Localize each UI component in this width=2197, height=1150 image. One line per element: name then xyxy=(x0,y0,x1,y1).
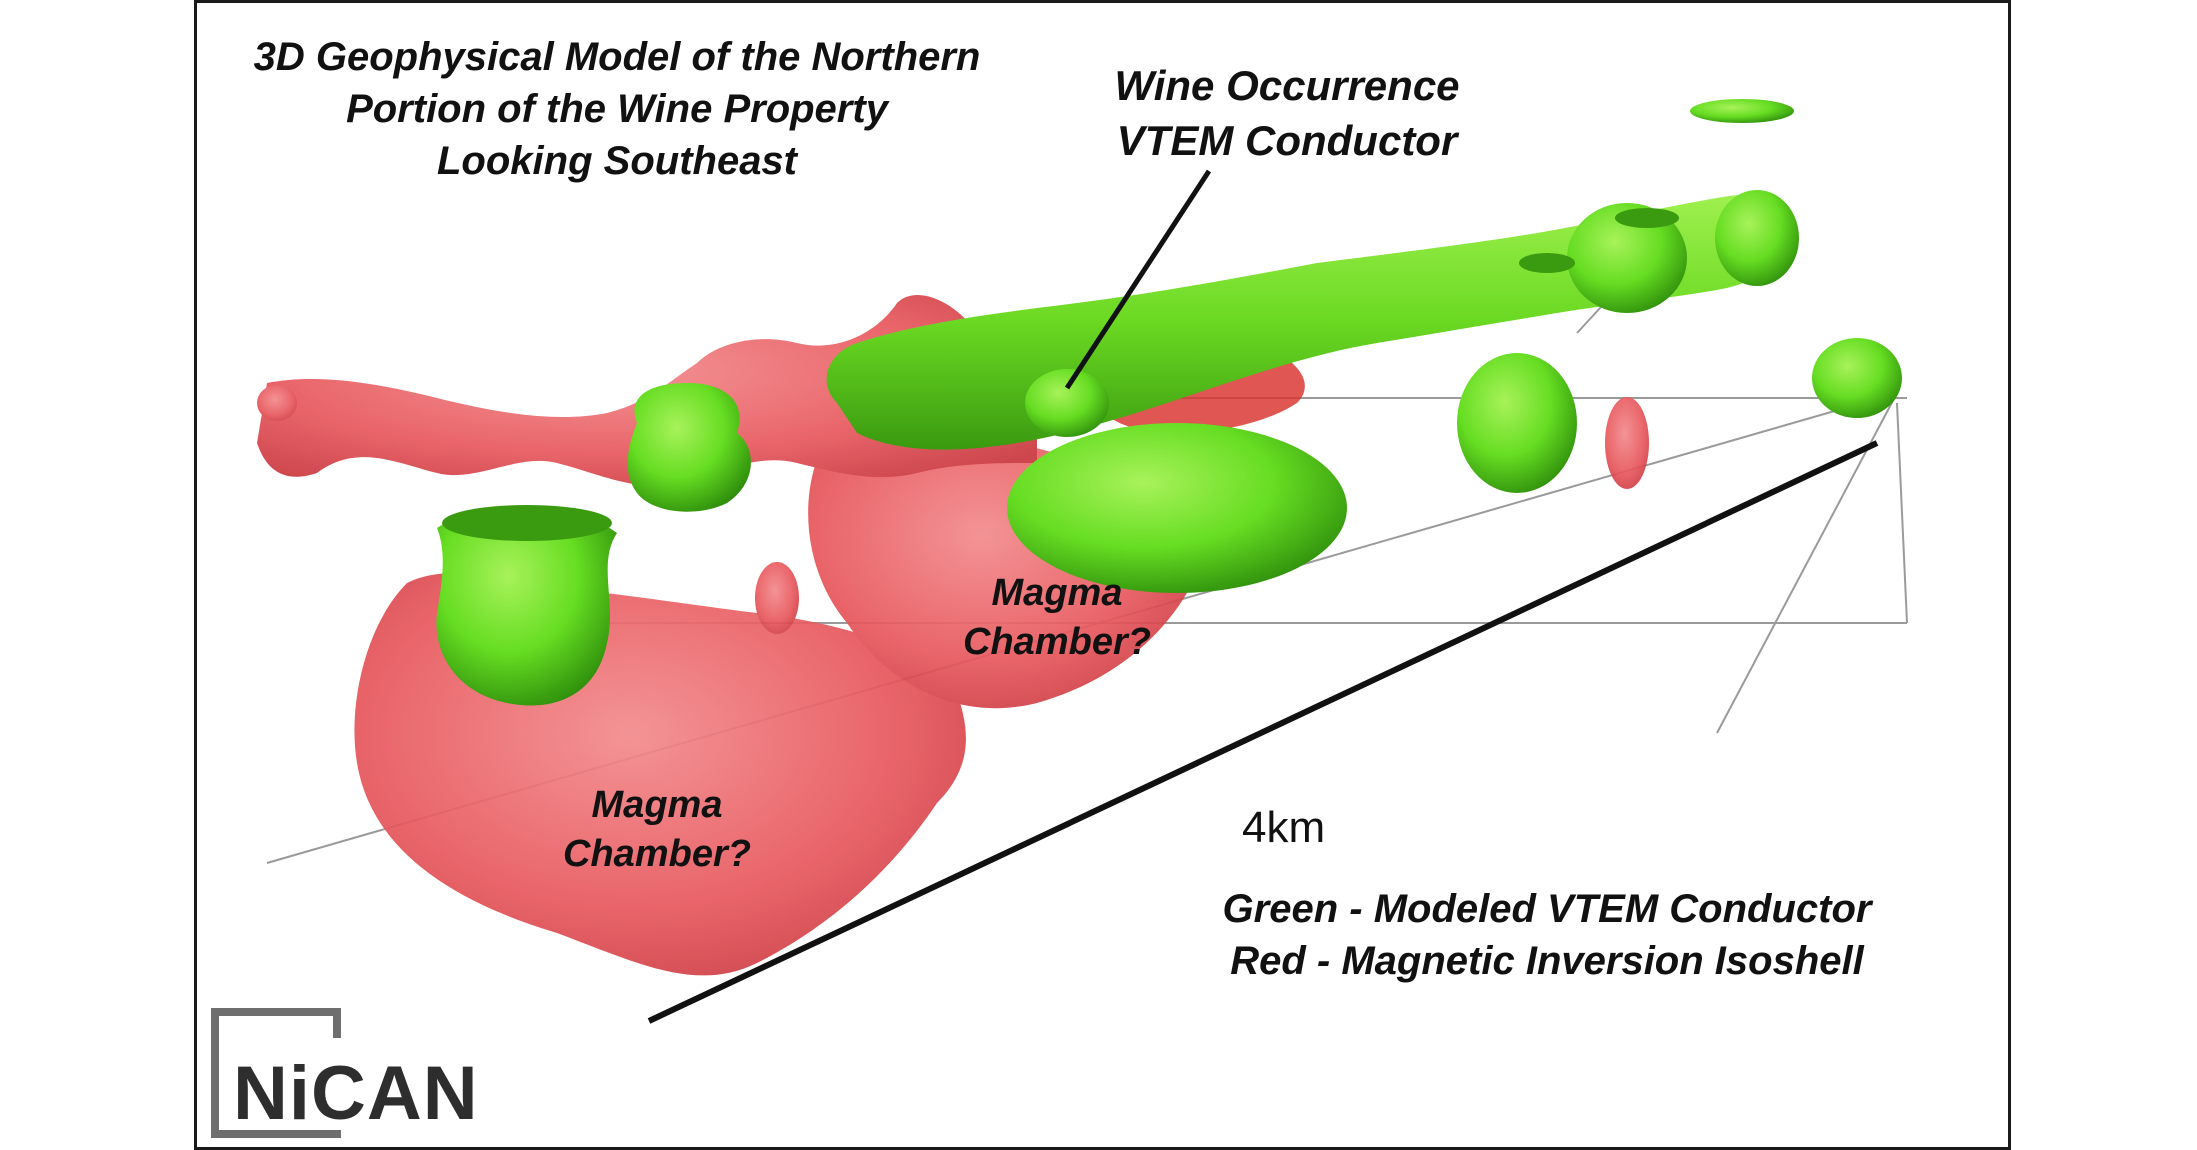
logo-bracket xyxy=(211,1008,341,1138)
nican-logo: NiCAN xyxy=(211,1008,478,1143)
geophysical-model-scene xyxy=(257,99,1908,1024)
conductor-pair xyxy=(627,383,751,512)
magma-label-line: Magma xyxy=(591,784,723,826)
callout-line: VTEM Conductor xyxy=(1116,116,1458,164)
legend-entry-red: Red - Magnetic Inversion Isoshell xyxy=(1230,939,1864,983)
conductor-cap xyxy=(1519,253,1575,273)
isoshell-blob xyxy=(257,385,297,421)
conductor-cup xyxy=(436,505,617,706)
wine-occurrence-callout: Wine Occurrence VTEM Conductor xyxy=(1077,59,1497,168)
conductor-cup-rim xyxy=(442,505,612,541)
conductor-lobe xyxy=(1007,423,1347,593)
logo-bracket xyxy=(333,1008,341,1038)
legend-entry-green: Green - Modeled VTEM Conductor xyxy=(1222,887,1872,931)
conductor-disc xyxy=(1690,99,1794,123)
isoshell-blob xyxy=(755,562,799,634)
conductor-node xyxy=(1715,190,1799,286)
conductor-node xyxy=(1567,203,1687,313)
wine-occurrence-conductor xyxy=(1025,369,1109,437)
magma-chamber-label: Magma Chamber? xyxy=(497,781,817,880)
title-line: Portion of the Wine Property xyxy=(346,87,888,131)
callout-line: Wine Occurrence xyxy=(1114,62,1460,109)
conductor-cap xyxy=(1615,208,1679,228)
conductor-drop xyxy=(1457,353,1577,493)
legend: Green - Modeled VTEM Conductor Red - Mag… xyxy=(1177,883,1917,987)
conductor-sphere xyxy=(1812,338,1902,418)
callout-leader-line xyxy=(1064,169,1212,390)
figure-title: 3D Geophysical Model of the Northern Por… xyxy=(217,31,1017,187)
magma-label-line: Chamber? xyxy=(563,833,751,876)
figure-frame: 3D Geophysical Model of the Northern Por… xyxy=(194,0,2011,1150)
magma-label-line: Chamber? xyxy=(963,621,1151,664)
magma-chamber-label: Magma Chamber? xyxy=(897,569,1217,668)
grid-line xyxy=(1896,402,1908,624)
logo-text: NiCAN xyxy=(233,1051,479,1136)
title-line: 3D Geophysical Model of the Northern xyxy=(253,35,981,79)
isoshell-blob xyxy=(1605,397,1649,489)
isoshell-ridge xyxy=(257,294,1037,486)
scale-bar-line xyxy=(647,440,1879,1024)
title-line: Looking Southeast xyxy=(437,139,797,183)
scale-bar-label: 4km xyxy=(1242,803,1326,852)
magma-label-line: Magma xyxy=(991,572,1123,614)
